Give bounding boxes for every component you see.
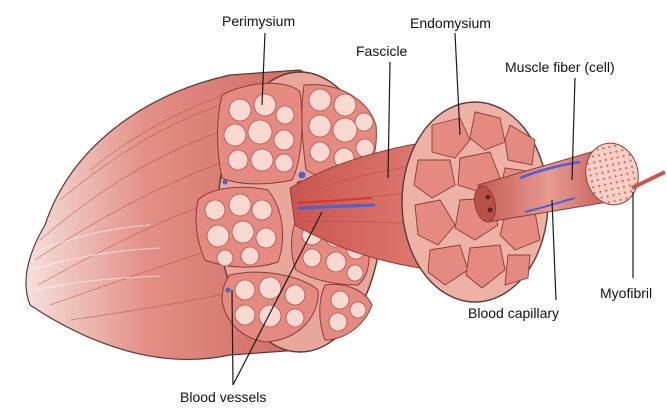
label-blood-vessels: Blood vessels bbox=[180, 389, 266, 405]
vessel-blue-dot bbox=[299, 172, 306, 179]
label-muscle-fiber: Muscle fiber (cell) bbox=[505, 59, 615, 75]
label-fascicle: Fascicle bbox=[356, 43, 408, 59]
label-blood-capillary: Blood capillary bbox=[468, 305, 559, 321]
label-perimysium: Perimysium bbox=[222, 13, 295, 29]
vessel-blue-dot-left bbox=[223, 180, 228, 185]
label-myofibril: Myofibril bbox=[600, 285, 652, 301]
vessel-blue-dot-bottom bbox=[226, 288, 231, 293]
label-endomysium: Endomysium bbox=[410, 15, 491, 31]
